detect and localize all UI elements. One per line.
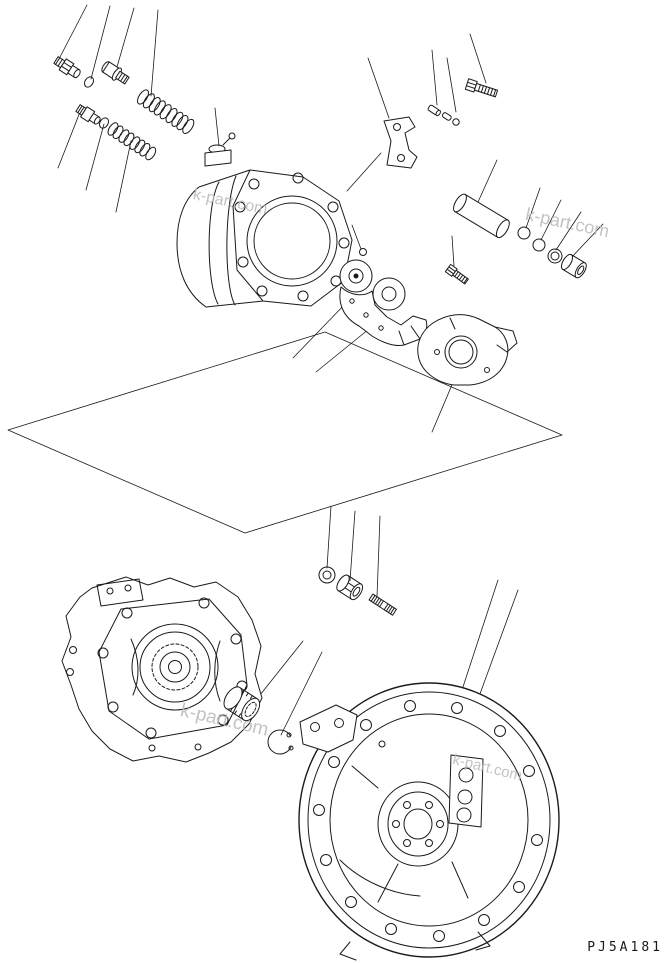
steel-ball (359, 248, 367, 256)
bolt-top-right (464, 78, 499, 98)
washer-small-1 (517, 226, 531, 240)
plug-fitting-3 (75, 104, 101, 125)
drawing-code: PJ5A181 (587, 940, 663, 955)
swash-plate-support (417, 314, 518, 386)
spring-2 (105, 120, 159, 162)
o-ring-2 (99, 117, 109, 129)
washer-small-2 (532, 238, 546, 252)
main-pump-housing (61, 576, 263, 763)
servo-pins (427, 104, 460, 126)
snap-ring (267, 729, 294, 755)
section-plane (7, 331, 563, 534)
servo-bracket (383, 116, 418, 169)
bushing-mid (336, 574, 364, 601)
flywheel-housing (298, 682, 560, 961)
bolt-small (444, 263, 469, 285)
bushing-small (560, 253, 587, 279)
spline-coupling (223, 686, 261, 722)
plug-fitting-1 (53, 56, 81, 79)
cradle-yoke (339, 259, 428, 346)
spring-1 (134, 87, 197, 136)
o-ring-1 (84, 76, 94, 88)
plug-fitting-2 (101, 61, 130, 85)
stud-bolt-mid (368, 593, 397, 616)
washer-mid (318, 566, 336, 584)
upper-pump-housing (176, 132, 353, 308)
servo-piston-pin (453, 193, 510, 239)
o-ring-3 (547, 248, 563, 264)
